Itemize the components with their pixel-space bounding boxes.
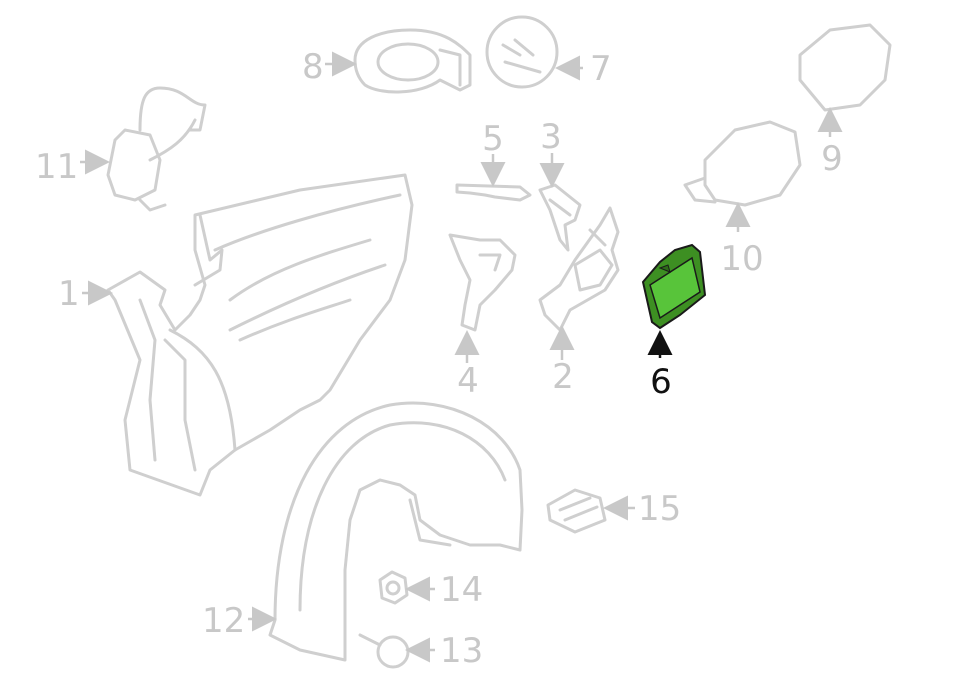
part-10-cap bbox=[683, 120, 802, 207]
callout-9: 9 bbox=[821, 139, 843, 179]
callout-10: 10 bbox=[720, 239, 763, 279]
callout-8: 8 bbox=[302, 47, 324, 87]
part-8-filler-ring bbox=[353, 28, 472, 94]
callout-labels: 1 2 3 4 5 6 7 8 9 10 11 12 13 14 15 bbox=[35, 47, 843, 671]
part-12-wheel-liner bbox=[268, 401, 524, 662]
callout-2: 2 bbox=[552, 357, 574, 397]
callout-13: 13 bbox=[440, 631, 483, 671]
part-3-bracket bbox=[538, 183, 582, 252]
callout-5: 5 bbox=[482, 119, 504, 159]
part-14-nut bbox=[378, 570, 409, 605]
callout-11: 11 bbox=[35, 147, 78, 187]
callout-6: 6 bbox=[650, 362, 672, 402]
part-7-cap bbox=[485, 15, 559, 89]
part-5-strip bbox=[455, 183, 532, 202]
part-2-filler-housing bbox=[538, 206, 620, 332]
part-11-actuator bbox=[106, 86, 207, 212]
part-4-bracket bbox=[448, 233, 517, 332]
part-13-clip bbox=[358, 633, 410, 669]
callout-4: 4 bbox=[457, 361, 479, 401]
callout-3: 3 bbox=[540, 117, 562, 157]
callout-7: 7 bbox=[590, 49, 612, 89]
callout-12: 12 bbox=[202, 601, 245, 641]
part-15-clip-block bbox=[546, 488, 607, 534]
callout-15: 15 bbox=[638, 489, 681, 529]
part-9-cap bbox=[798, 23, 892, 112]
part-6-fuel-flap[interactable] bbox=[641, 243, 707, 330]
part-1-quarter-panel bbox=[106, 173, 414, 497]
callout-1: 1 bbox=[58, 274, 80, 314]
leader-arrows bbox=[80, 51, 843, 663]
callout-14: 14 bbox=[440, 570, 483, 610]
